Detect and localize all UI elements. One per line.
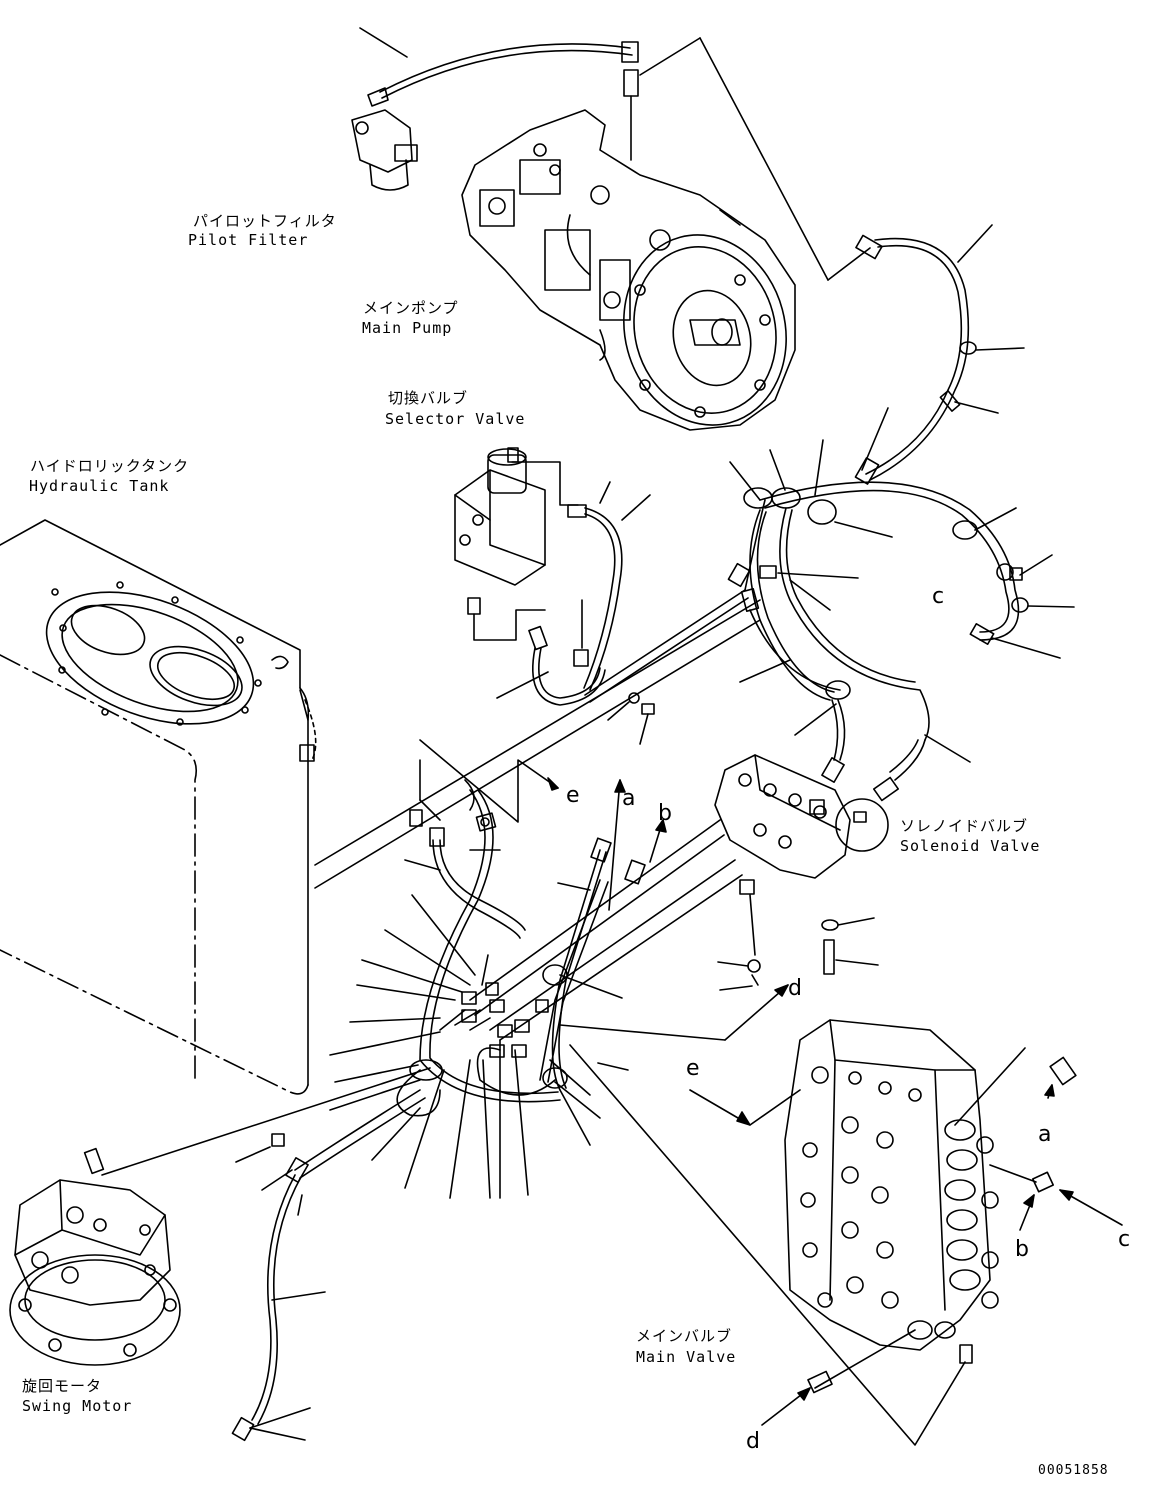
callout-c-upper: c	[932, 584, 945, 609]
selector-valve-shape	[454, 447, 655, 745]
main-valve-shape	[569, 1019, 1123, 1446]
swing-motor-label-jp: 旋回モータ	[22, 1377, 103, 1395]
callout-d-lower: d	[746, 1429, 760, 1454]
center-hose-bundle	[329, 759, 743, 1199]
callout-e-upper: e	[566, 783, 580, 808]
selector-valve-label-en: Selector Valve	[385, 410, 526, 428]
center-hose-pair	[314, 461, 766, 889]
callout-a-upper: a	[622, 786, 636, 811]
callout-b-lower: b	[1015, 1237, 1029, 1262]
main-pump-label-en: Main Pump	[362, 319, 453, 337]
right-hose-loop	[759, 481, 1075, 659]
hydraulic-tank-label-en: Hydraulic Tank	[29, 477, 170, 495]
hydraulic-tank-shape	[0, 519, 317, 1095]
main-valve-label-jp: メインバルブ	[636, 1327, 733, 1345]
pilot-filter-label-jp: パイロットフィルタ	[193, 212, 337, 230]
drawing-number: 00051858	[1038, 1463, 1109, 1478]
hydraulic-tank-label-jp: ハイドロリックタンク	[30, 457, 190, 475]
solenoid-valve-shape	[714, 754, 889, 991]
swing-motor-shape	[9, 1067, 431, 1366]
callout-c-lower: c	[1118, 1227, 1131, 1252]
main-pump-shape	[461, 109, 796, 431]
solenoid-valve-label-jp: ソレノイドバルブ	[900, 817, 1029, 835]
callout-a-lower: a	[1038, 1122, 1052, 1147]
pilot-filter-shape	[351, 27, 639, 191]
selector-valve-label-jp: 切換バルブ	[388, 389, 469, 407]
swing-motor-label-en: Swing Motor	[22, 1397, 133, 1415]
main-valve-label-en: Main Valve	[636, 1348, 737, 1366]
upper-right-hose	[854, 224, 1025, 485]
clamp-cluster-upper	[739, 439, 971, 823]
callout-leaders	[419, 739, 801, 1126]
pump-leader-lines	[639, 37, 871, 281]
callout-e-lower: e	[686, 1056, 700, 1081]
main-pump-label-jp: メインポンプ	[363, 299, 459, 317]
callout-d-upper: d	[788, 976, 802, 1001]
solenoid-valve-label-en: Solenoid Valve	[900, 837, 1041, 855]
swing-motor-hose	[231, 1089, 426, 1442]
callout-b-upper: b	[658, 801, 672, 826]
pilot-filter-label-en: Pilot Filter	[188, 231, 309, 249]
